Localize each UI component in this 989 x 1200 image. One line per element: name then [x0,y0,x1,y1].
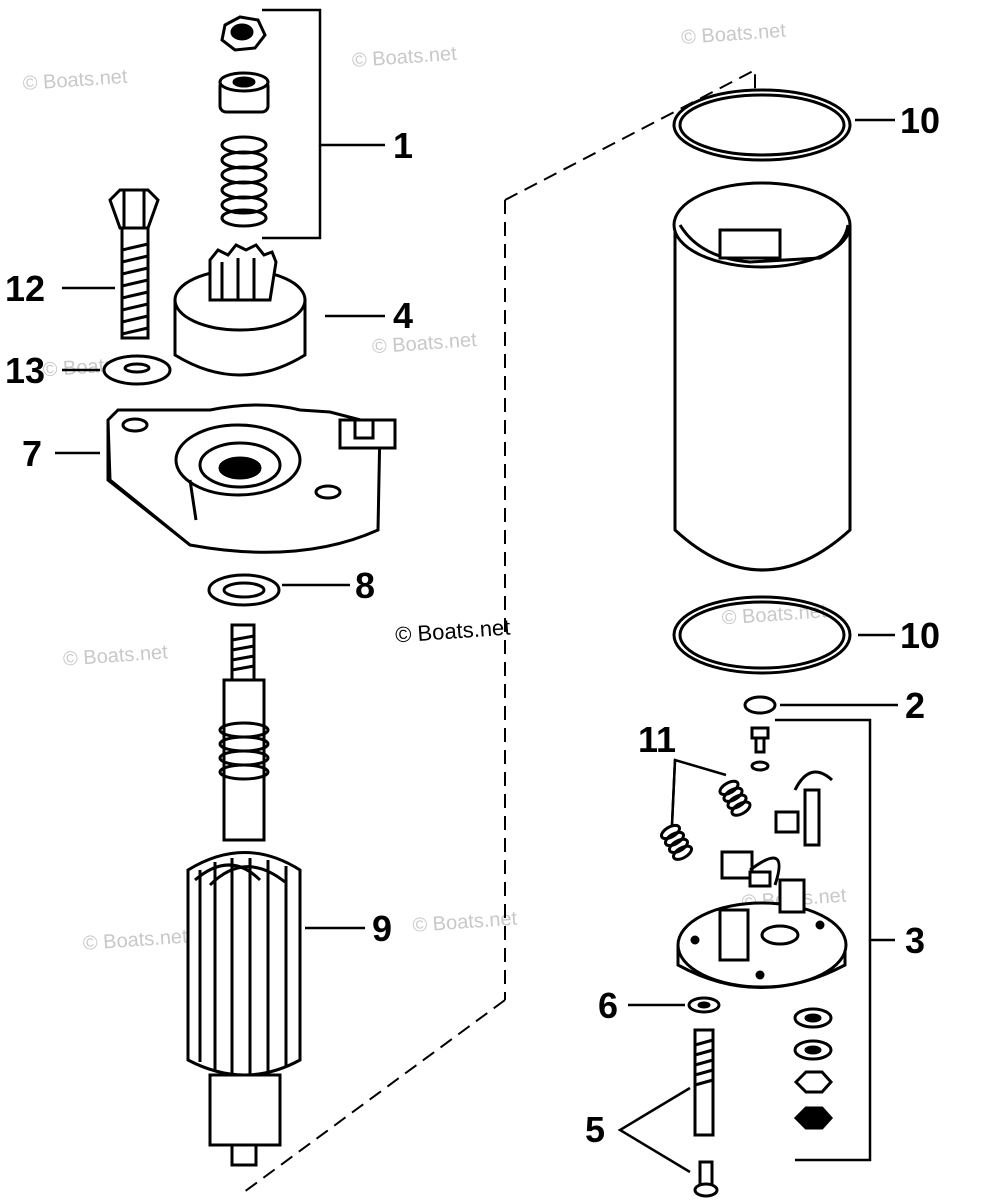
callout-10-top: 10 [900,100,940,141]
callout-1: 1 [393,125,413,166]
callout-7: 7 [22,433,42,474]
callout-3: 3 [905,920,925,961]
leader-lines [55,8,898,1174]
part-11-brush-springs [659,779,752,861]
part-3-brush-plate-assembly [676,726,848,1130]
part-2-plug [743,695,777,715]
watermark: © Boats.net [22,66,129,95]
watermark: © Boats.net [371,329,478,358]
watermark: © Boats.net [351,43,458,72]
callout-8: 8 [355,565,375,606]
callout-11: 11 [638,719,676,760]
callout-10-bottom: 10 [900,615,940,656]
callout-13: 13 [5,350,45,391]
callout-9: 9 [372,908,392,949]
part-1-nut-washer-spring [218,15,270,228]
callout-2: 2 [905,685,925,726]
part-10-o-ring-top [672,88,852,162]
part-6-washer [687,996,721,1014]
dashed-guide [239,68,756,1196]
watermark: © Boats.net [82,926,189,955]
watermark: © Boats.net [412,908,519,937]
part-12-bolt [108,188,160,340]
part-7-drive-end-cap [106,403,397,554]
part-9-armature [186,623,302,1167]
part-5-studs [693,1028,719,1198]
part-4-drive-pinion [173,243,307,377]
watermark: © Boats.net [680,20,787,49]
frame-housing [672,181,852,572]
center-watermark: © Boats.net [394,615,511,648]
callout-6: 6 [598,985,618,1026]
part-8-thrust-washer [207,573,281,607]
callout-5: 5 [585,1109,605,1150]
part-13-washer [102,354,172,386]
callout-12: 12 [5,268,45,309]
watermark: © Boats.net [62,641,169,670]
callouts: 1 12 4 13 7 8 9 10 10 2 11 3 6 5 [5,100,940,1150]
callout-4: 4 [393,295,413,336]
part-10-o-ring-bottom [672,595,852,675]
